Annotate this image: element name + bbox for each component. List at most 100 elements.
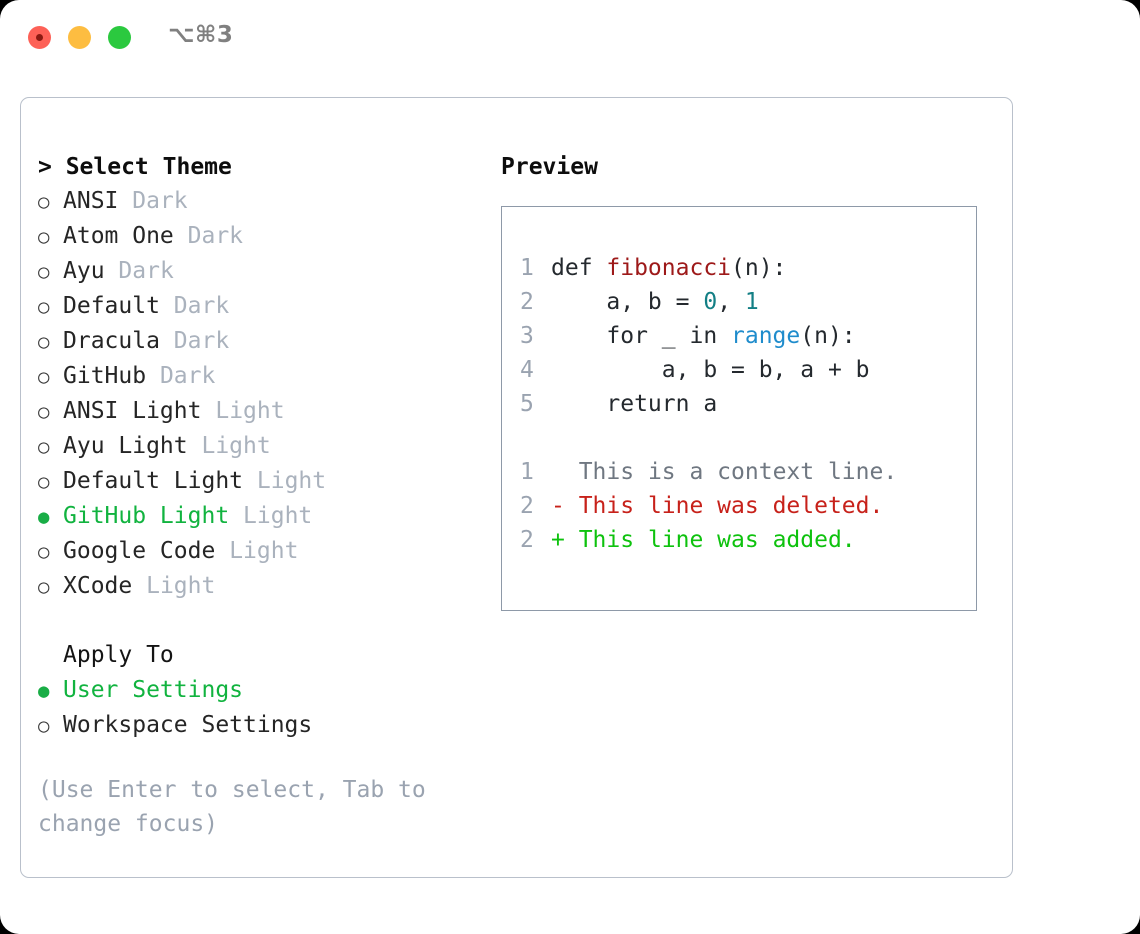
radio-unselected-icon: ○ <box>38 471 50 493</box>
diff-line: 2 + This line was added. <box>520 523 976 557</box>
theme-option-name-tag-gap <box>146 359 160 393</box>
radio-selected-icon: ● <box>38 680 50 702</box>
theme-option-variant-tag: Dark <box>173 328 230 354</box>
content-panel: > Select Theme ○ANSI Dark○Atom One Dark○… <box>20 97 1013 878</box>
theme-option-name: Default Light <box>63 468 244 494</box>
close-button-icon[interactable] <box>28 26 51 49</box>
theme-option-name-tag-gap <box>105 254 119 288</box>
title-bar: ⌥⌘3 <box>0 0 1140 78</box>
code-line: 1 def fibonacci(n): <box>520 251 976 285</box>
code-line-text: a, b = 0, 1 <box>551 285 759 319</box>
theme-option-name-tag-gap <box>215 534 229 568</box>
theme-option-row[interactable]: ○Default Dark <box>38 289 488 324</box>
theme-option-name-tag-gap <box>118 184 132 218</box>
theme-option-row[interactable]: ○Google Code Light <box>38 534 488 569</box>
radio-unselected-icon: ○ <box>38 541 50 563</box>
theme-option-name: Default <box>63 293 160 319</box>
radio-unselected-icon: ○ <box>38 366 50 388</box>
radio-unselected-icon: ○ <box>38 401 50 423</box>
theme-option-name-tag-gap <box>188 429 202 463</box>
radio-unselected-icon: ○ <box>38 191 50 213</box>
theme-option-name-tag-gap <box>160 324 174 358</box>
theme-option-name-tag-gap <box>174 219 188 253</box>
preview-title: Preview <box>501 154 598 180</box>
code-line-text: return a <box>551 387 717 421</box>
diff-line-number: 2 <box>520 527 534 553</box>
theme-option-variant-tag: Dark <box>159 363 216 389</box>
code-diff-separator <box>520 421 976 455</box>
apply-to-option-name: User Settings <box>63 677 244 703</box>
theme-option-name: GitHub Light <box>63 503 230 529</box>
code-line-number: 2 <box>520 289 534 315</box>
theme-option-row[interactable]: ●GitHub Light Light <box>38 499 488 534</box>
theme-selection-column: > Select Theme ○ANSI Dark○Atom One Dark○… <box>38 150 488 841</box>
code-token: for _ in <box>551 323 732 349</box>
code-token: 0 <box>703 289 718 315</box>
diff-line-sign: + <box>551 527 579 553</box>
zoom-button-icon[interactable] <box>108 26 131 49</box>
theme-option-variant-tag: Light <box>215 398 285 424</box>
theme-option-row[interactable]: ○ Dracula Dark <box>38 324 488 359</box>
radio-unselected-icon: ○ <box>38 436 50 458</box>
code-token: def <box>551 255 607 281</box>
diff-line-text: This is a context line. <box>578 459 898 485</box>
theme-option-row[interactable]: ○ Ayu Dark <box>38 254 488 289</box>
keyboard-shortcut-label: ⌥⌘3 <box>168 22 234 48</box>
theme-option-row[interactable]: ○ANSI Dark <box>38 184 488 219</box>
preview-column: Preview 1 def fibonacci(n): 2 a, b = 0, 1 3… <box>501 150 1001 611</box>
code-token: range <box>731 323 801 349</box>
code-line: 2 a, b = 0, 1 <box>520 285 976 319</box>
code-line-number: 5 <box>520 391 534 417</box>
diff-line-text: This line was added. <box>578 527 856 553</box>
diff-line-number: 2 <box>520 493 534 519</box>
theme-option-variant-tag: Dark <box>118 258 174 284</box>
theme-option-row[interactable]: ○ANSI Light Light <box>38 394 488 429</box>
theme-option-name-tag-gap <box>132 569 146 603</box>
code-token: (n): <box>731 255 787 281</box>
code-token: fibonacci <box>606 255 732 281</box>
theme-option-row[interactable]: ○Atom One Dark <box>38 219 488 254</box>
apply-to-option-row[interactable]: ○Workspace Settings <box>38 708 488 743</box>
keyboard-hint-text: (Use Enter to select, Tab to change focu… <box>38 777 426 837</box>
radio-unselected-icon: ○ <box>38 261 50 283</box>
apply-to-option-row[interactable]: ● User Settings <box>38 673 488 708</box>
diff-line: 1 This is a context line. <box>520 455 976 489</box>
traffic-lights <box>28 26 131 49</box>
radio-unselected-icon: ○ <box>38 296 50 318</box>
radio-unselected-icon: ○ <box>38 331 50 353</box>
code-line-text: for _ in range(n): <box>551 319 855 353</box>
theme-option-list: ○ANSI Dark○Atom One Dark○Ayu Dark○Defaul… <box>38 184 488 604</box>
code-token: 1 <box>744 289 759 315</box>
code-line: 5 return a <box>520 387 976 421</box>
apply-to-option-name: Workspace Settings <box>63 712 313 738</box>
diff-line: 2- This line was deleted. <box>520 489 976 523</box>
apply-to-header-row: ○ Apply To <box>38 638 488 673</box>
select-theme-header: > Select Theme <box>38 154 232 180</box>
code-token: a, b = <box>551 289 704 315</box>
code-line-number: 1 <box>520 255 534 281</box>
preview-box: 1 def fibonacci(n): 2 a, b = 0, 1 3 for _ i… <box>501 206 977 611</box>
theme-option-row[interactable]: ○ GitHub Dark <box>38 359 488 394</box>
theme-option-name-tag-gap <box>243 464 257 498</box>
theme-option-name: Dracula <box>63 328 160 354</box>
theme-option-name: Atom One <box>63 223 174 249</box>
theme-option-row[interactable]: ○Ayu Light Light <box>38 429 488 464</box>
theme-option-name-tag-gap <box>201 394 215 428</box>
minimize-button-icon[interactable] <box>68 26 91 49</box>
theme-option-row[interactable]: ○XCode Light <box>38 569 488 604</box>
diff-line-sign <box>551 455 579 489</box>
diff-sample: 1 This is a context line.2- This line wa… <box>520 455 976 557</box>
theme-option-name: GitHub <box>63 363 147 389</box>
theme-option-row[interactable]: ○Default Light Light <box>38 464 488 499</box>
list-spacer <box>38 604 488 638</box>
code-line: 4 a, b = b, a + b <box>520 353 976 387</box>
diff-line-sign: - <box>551 493 579 519</box>
code-token: return a <box>551 391 718 417</box>
code-line-text: a, b = b, a + b <box>551 353 870 387</box>
code-line-number: 3 <box>520 323 534 349</box>
theme-option-name: Ayu <box>63 258 105 284</box>
code-sample: 1 def fibonacci(n): 2 a, b = 0, 1 3 for _ i… <box>520 251 976 421</box>
diff-line-text: This line was deleted. <box>578 493 884 519</box>
radio-unselected-icon: ○ <box>38 226 50 248</box>
